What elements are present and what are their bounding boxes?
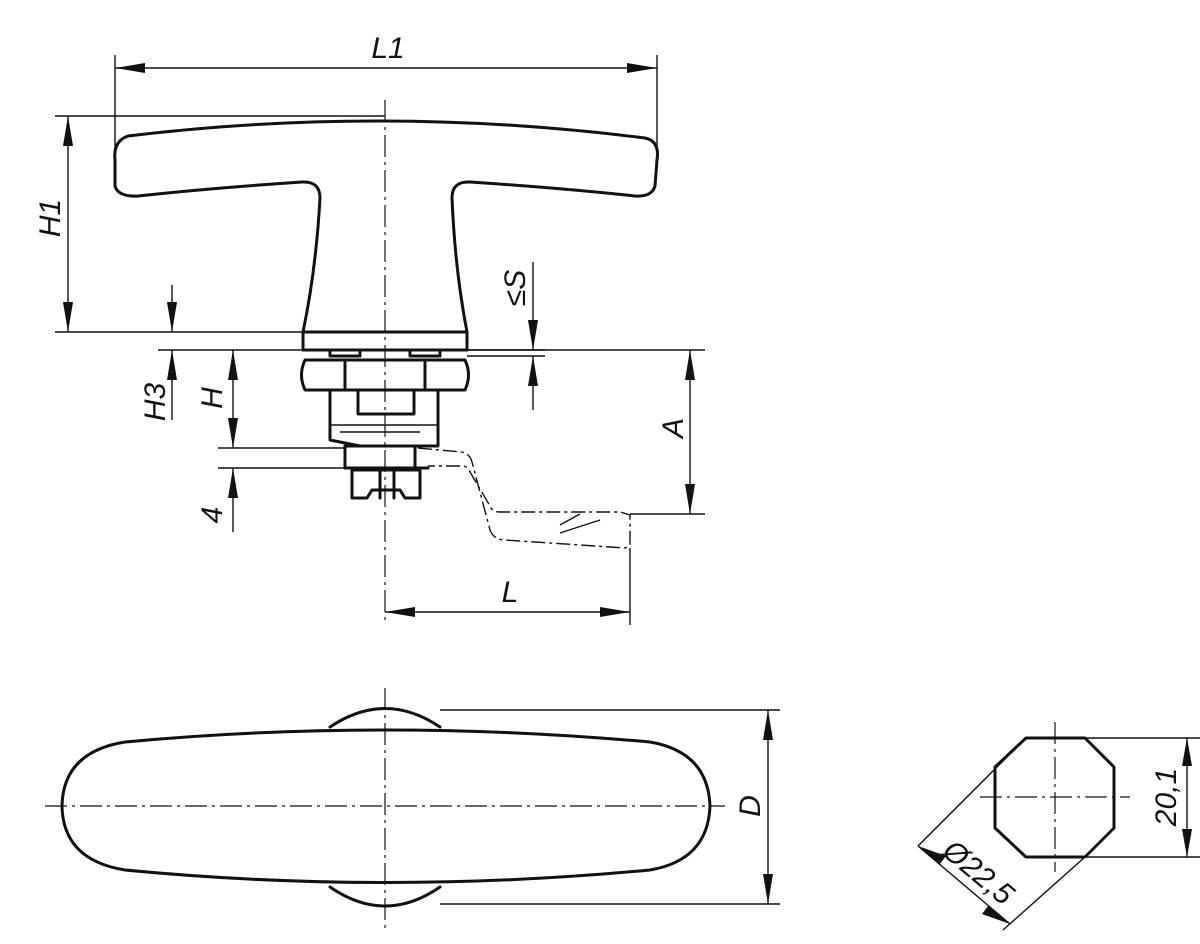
H1-arrow-bottom (63, 302, 73, 332)
H3-arrow-top (167, 302, 177, 332)
dim-label-H1: H1 (34, 199, 67, 237)
D-arrow-top (763, 710, 773, 740)
H-arrow-top (228, 350, 238, 380)
L1-arrow-left (115, 63, 145, 73)
bottom-nut (350, 468, 422, 500)
A-arrow-top (685, 350, 695, 380)
cam-plate (343, 444, 417, 470)
dim-label-4: 4 (196, 507, 229, 524)
lock-body (328, 388, 440, 448)
dim-label-S: ≤S (499, 270, 532, 306)
diameter-dim-line (917, 845, 1011, 925)
dim-label-L: L (502, 576, 519, 609)
inner-nut (356, 388, 416, 416)
H-arrow-bottom (228, 418, 238, 448)
handle-top-outline (60, 728, 712, 884)
A-arrow-bottom (685, 484, 695, 514)
diameter-arrow-left (918, 846, 946, 864)
D-arrow-bottom (763, 874, 773, 904)
dim-label-H3: H3 (139, 383, 172, 422)
four-arrow (228, 468, 238, 498)
dim-label-A: A (657, 418, 690, 440)
H3-arrow-bottom (167, 350, 177, 380)
t-handle-top-view: D (45, 688, 780, 928)
cam-lever-phantom (417, 447, 631, 549)
diameter-arrow-right (982, 906, 1010, 924)
S-arrow-top (528, 320, 538, 350)
L-arrow-right (600, 607, 630, 617)
t-handle-outline (113, 119, 659, 334)
hex-nut (300, 358, 470, 392)
dim-label-width: 20,1 (1150, 768, 1183, 827)
octagon-detail-view: 20,1 Ø22,5 (917, 722, 1200, 931)
washer-right (408, 348, 442, 358)
L1-arrow-right (627, 63, 657, 73)
washer-left (328, 348, 362, 358)
cam-bevel-2 (559, 519, 601, 534)
S-arrow-bottom (528, 356, 538, 386)
L-arrow-left (385, 607, 415, 617)
diameter-ext-bottom (1002, 856, 1086, 931)
dim-label-D: D (734, 795, 767, 817)
dim-label-diameter: Ø22,5 (935, 833, 1020, 912)
width-arrow-bottom (1182, 829, 1192, 857)
width-arrow-top (1182, 738, 1192, 766)
dim-label-H: H (196, 387, 229, 409)
cam-bevel-1 (559, 513, 581, 526)
diameter-ext-top (917, 737, 1027, 847)
dimensions-front: L1 H1 ≤S H3 H 4 (34, 32, 705, 625)
H1-arrow-top (63, 116, 73, 146)
t-handle-front-view (113, 100, 659, 625)
dim-label-L1: L1 (371, 32, 404, 65)
